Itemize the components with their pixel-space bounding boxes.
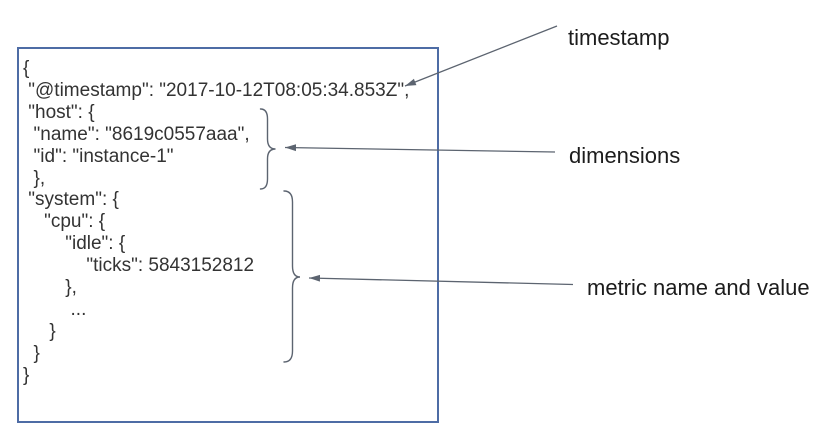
json-code-line-host-name: "name": "8619c0557aaa", (23, 123, 250, 145)
json-code-line-host: "host": { (23, 101, 95, 123)
json-code-line: } (23, 342, 40, 364)
annotation-label-dimensions: dimensions (569, 143, 681, 168)
json-code-line-timestamp: "@timestamp": "2017-10-12T08:05:34.853Z"… (23, 79, 410, 101)
json-code-line-ticks: "ticks": 5843152812 (23, 255, 255, 277)
json-document-box (17, 47, 439, 423)
json-code-line: } (23, 364, 30, 386)
json-code-line-idle: "idle": { (23, 233, 126, 255)
json-code-line-system: "system": { (23, 189, 119, 211)
annotation-label-timestamp: timestamp (568, 25, 670, 50)
json-code-line: } (23, 320, 56, 342)
json-code-line-host-id: "id": "instance-1" (23, 145, 174, 167)
annotation-label-metric: metric name and value (587, 275, 810, 300)
json-code-line: }, (23, 167, 46, 189)
json-code-line: { (23, 58, 30, 79)
json-code-line-ellipsis: ... (23, 298, 87, 320)
json-code-line-cpu: "cpu": { (23, 211, 106, 233)
json-code-block: { "@timestamp": "2017-10-12T08:05:34.853… (23, 58, 409, 387)
json-code-line: }, (23, 277, 77, 299)
